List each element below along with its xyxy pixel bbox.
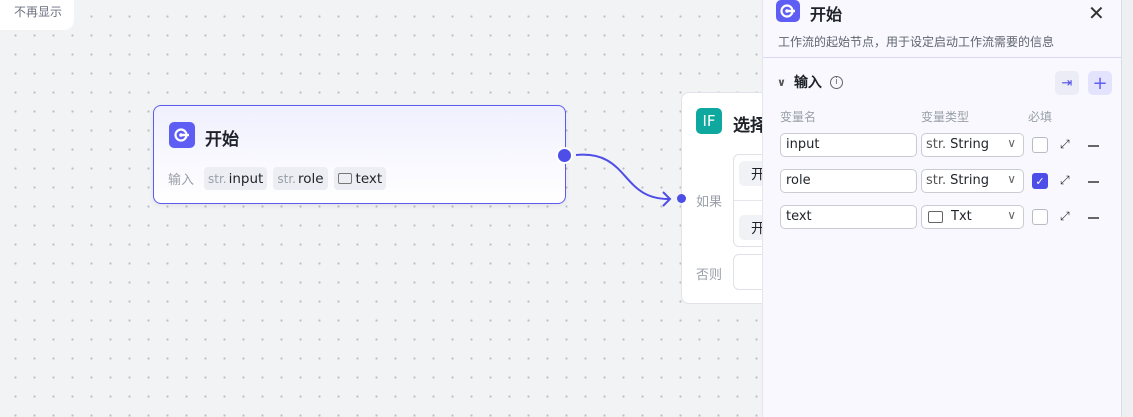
condition-node-title: 选择 (733, 116, 767, 136)
chevron-down-icon: ∨ (1007, 208, 1016, 222)
input-tag-role: str.role (273, 167, 328, 190)
panel-description: 工作流的起始节点，用于设定启动工作流需要的信息 (778, 35, 1055, 49)
header-required: 必填 (1028, 110, 1053, 124)
input-tag-text: text (333, 167, 387, 190)
input-tag-input: str.input (204, 167, 268, 190)
start-icon (169, 122, 195, 148)
close-icon[interactable]: ✕ (1088, 1, 1105, 25)
required-checkbox[interactable] (1032, 209, 1048, 225)
dont-show-again-toast[interactable]: 不再显示 (0, 0, 74, 30)
variable-name-input[interactable]: input (780, 133, 917, 157)
expand-icon[interactable]: ⤢ (1060, 173, 1070, 187)
header-variable-name: 变量名 (780, 110, 817, 124)
start-node-title: 开始 (205, 130, 239, 150)
panel-title: 开始 (810, 5, 843, 24)
condition-input-handle[interactable] (677, 194, 686, 203)
chevron-down-icon[interactable]: ∨ (777, 75, 786, 89)
right-edge-strip (1121, 0, 1133, 417)
import-icon: ⇥ (1061, 75, 1073, 91)
expand-icon[interactable]: ⤢ (1060, 137, 1070, 151)
required-checkbox[interactable] (1032, 137, 1048, 153)
dont-show-again-link[interactable]: 不再显示 (14, 5, 63, 19)
variable-type-select[interactable]: Txt∨ (921, 205, 1024, 229)
folder-icon (337, 173, 352, 184)
if-label: 如果 (696, 195, 723, 210)
start-output-handle[interactable] (556, 147, 573, 164)
remove-variable-icon[interactable] (1088, 181, 1099, 183)
remove-variable-icon[interactable] (1088, 217, 1099, 219)
variable-type-select[interactable]: str.String∨ (921, 169, 1024, 193)
expand-icon[interactable]: ⤢ (1060, 209, 1070, 223)
start-node[interactable]: 开始 输入 str.input str.role text (153, 105, 566, 204)
required-checkbox[interactable]: ✓ (1032, 173, 1048, 189)
add-variable-button[interactable]: + (1088, 71, 1112, 95)
node-config-panel: 开始 ✕ 工作流的起始节点，用于设定启动工作流需要的信息 ∨ 输入 i ⇥ + … (762, 0, 1122, 417)
else-label: 否则 (696, 268, 723, 283)
chevron-down-icon: ∨ (1007, 136, 1016, 150)
start-icon (776, 0, 800, 22)
inputs-section-title: 输入 (793, 75, 822, 91)
variable-name-input[interactable]: text (780, 205, 917, 229)
info-icon[interactable]: i (829, 75, 843, 89)
inputs-label: 输入 (168, 173, 195, 188)
header-variable-type: 变量类型 (921, 110, 970, 124)
remove-variable-icon[interactable] (1088, 145, 1099, 147)
chevron-down-icon: ∨ (1007, 172, 1016, 186)
import-variables-button[interactable]: ⇥ (1055, 71, 1079, 95)
if-icon: IF (696, 108, 722, 134)
inputs-section-header[interactable]: ∨ 输入 i (777, 72, 843, 92)
plus-icon: + (1092, 72, 1108, 94)
variable-type-select[interactable]: str.String∨ (921, 133, 1024, 157)
variable-name-input[interactable]: role (780, 169, 917, 193)
folder-icon (928, 211, 943, 223)
